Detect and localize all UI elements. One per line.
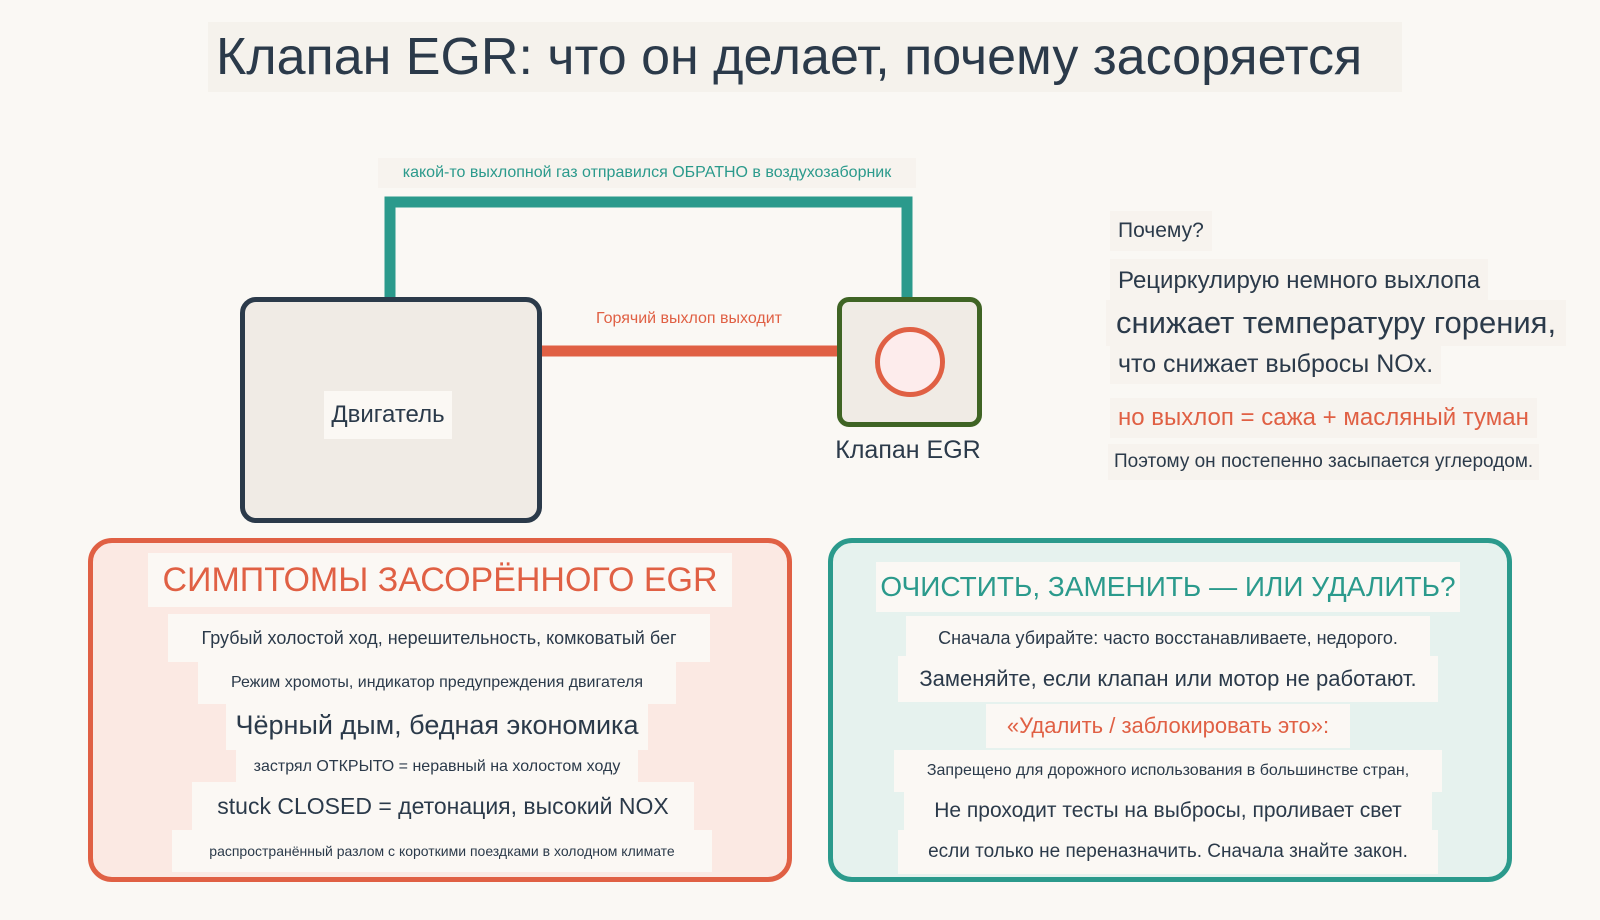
recirculation-label: какой-то выхлопной газ отправился ОБРАТН…: [378, 158, 916, 188]
clean-replace-item: Заменяйте, если клапан или мотор не рабо…: [898, 656, 1438, 702]
why-line-1: Рециркулирую немного выхлопа: [1110, 259, 1489, 303]
exhaust-label: Горячий выхлоп выходит: [595, 310, 783, 327]
symptom-item: застрял ОТКРЫТО = неравный на холостом х…: [236, 748, 638, 786]
symptom-item: распространённый разлом с короткими поез…: [172, 830, 712, 872]
clean-replace-item: Запрещено для дорожного использования в …: [894, 750, 1442, 792]
clean-replace-item: Сначала убирайте: часто восстанавливаете…: [906, 616, 1430, 660]
symptom-item: Грубый холостой ход, нерешительность, ко…: [168, 614, 710, 662]
clean-replace-item: «Удалить / заблокировать это»:: [986, 704, 1350, 748]
why-line-4: но выхлоп = сажа + масляный туман: [1110, 398, 1537, 438]
why-question: Почему?: [1110, 211, 1212, 251]
why-line-2: снижает температуру горения,: [1106, 300, 1567, 346]
symptom-item: Чёрный дым, бедная экономика: [226, 700, 648, 750]
symptom-item: stuck CLOSED = детонация, высокий NOX: [192, 782, 694, 830]
clean-replace-item: Не проходит тесты на выбросы, проливает …: [904, 788, 1432, 834]
egr-valve-label: Клапан EGR: [835, 436, 981, 464]
recirculation-pipe: [384, 196, 913, 297]
symptoms-title: СИМПТОМЫ ЗАСОРЁННОГО EGR: [148, 553, 732, 607]
clean-replace-title: ОЧИСТИТЬ, ЗАМЕНИТЬ — ИЛИ УДАЛИТЬ?: [876, 562, 1460, 612]
clean-replace-item: если только не переназначить. Сначала зн…: [898, 830, 1438, 874]
engine-label: Двигатель: [324, 391, 452, 439]
page-title: Клапан EGR: что он делает, почему засоря…: [208, 22, 1402, 92]
egr-valve-icon: [875, 327, 945, 397]
why-line-3: что снижает выбросы NOx.: [1110, 344, 1442, 384]
why-line-5: Поэтому он постепенно засыпается углерод…: [1108, 444, 1540, 480]
symptom-item: Режим хромоты, индикатор предупреждения …: [198, 662, 676, 704]
